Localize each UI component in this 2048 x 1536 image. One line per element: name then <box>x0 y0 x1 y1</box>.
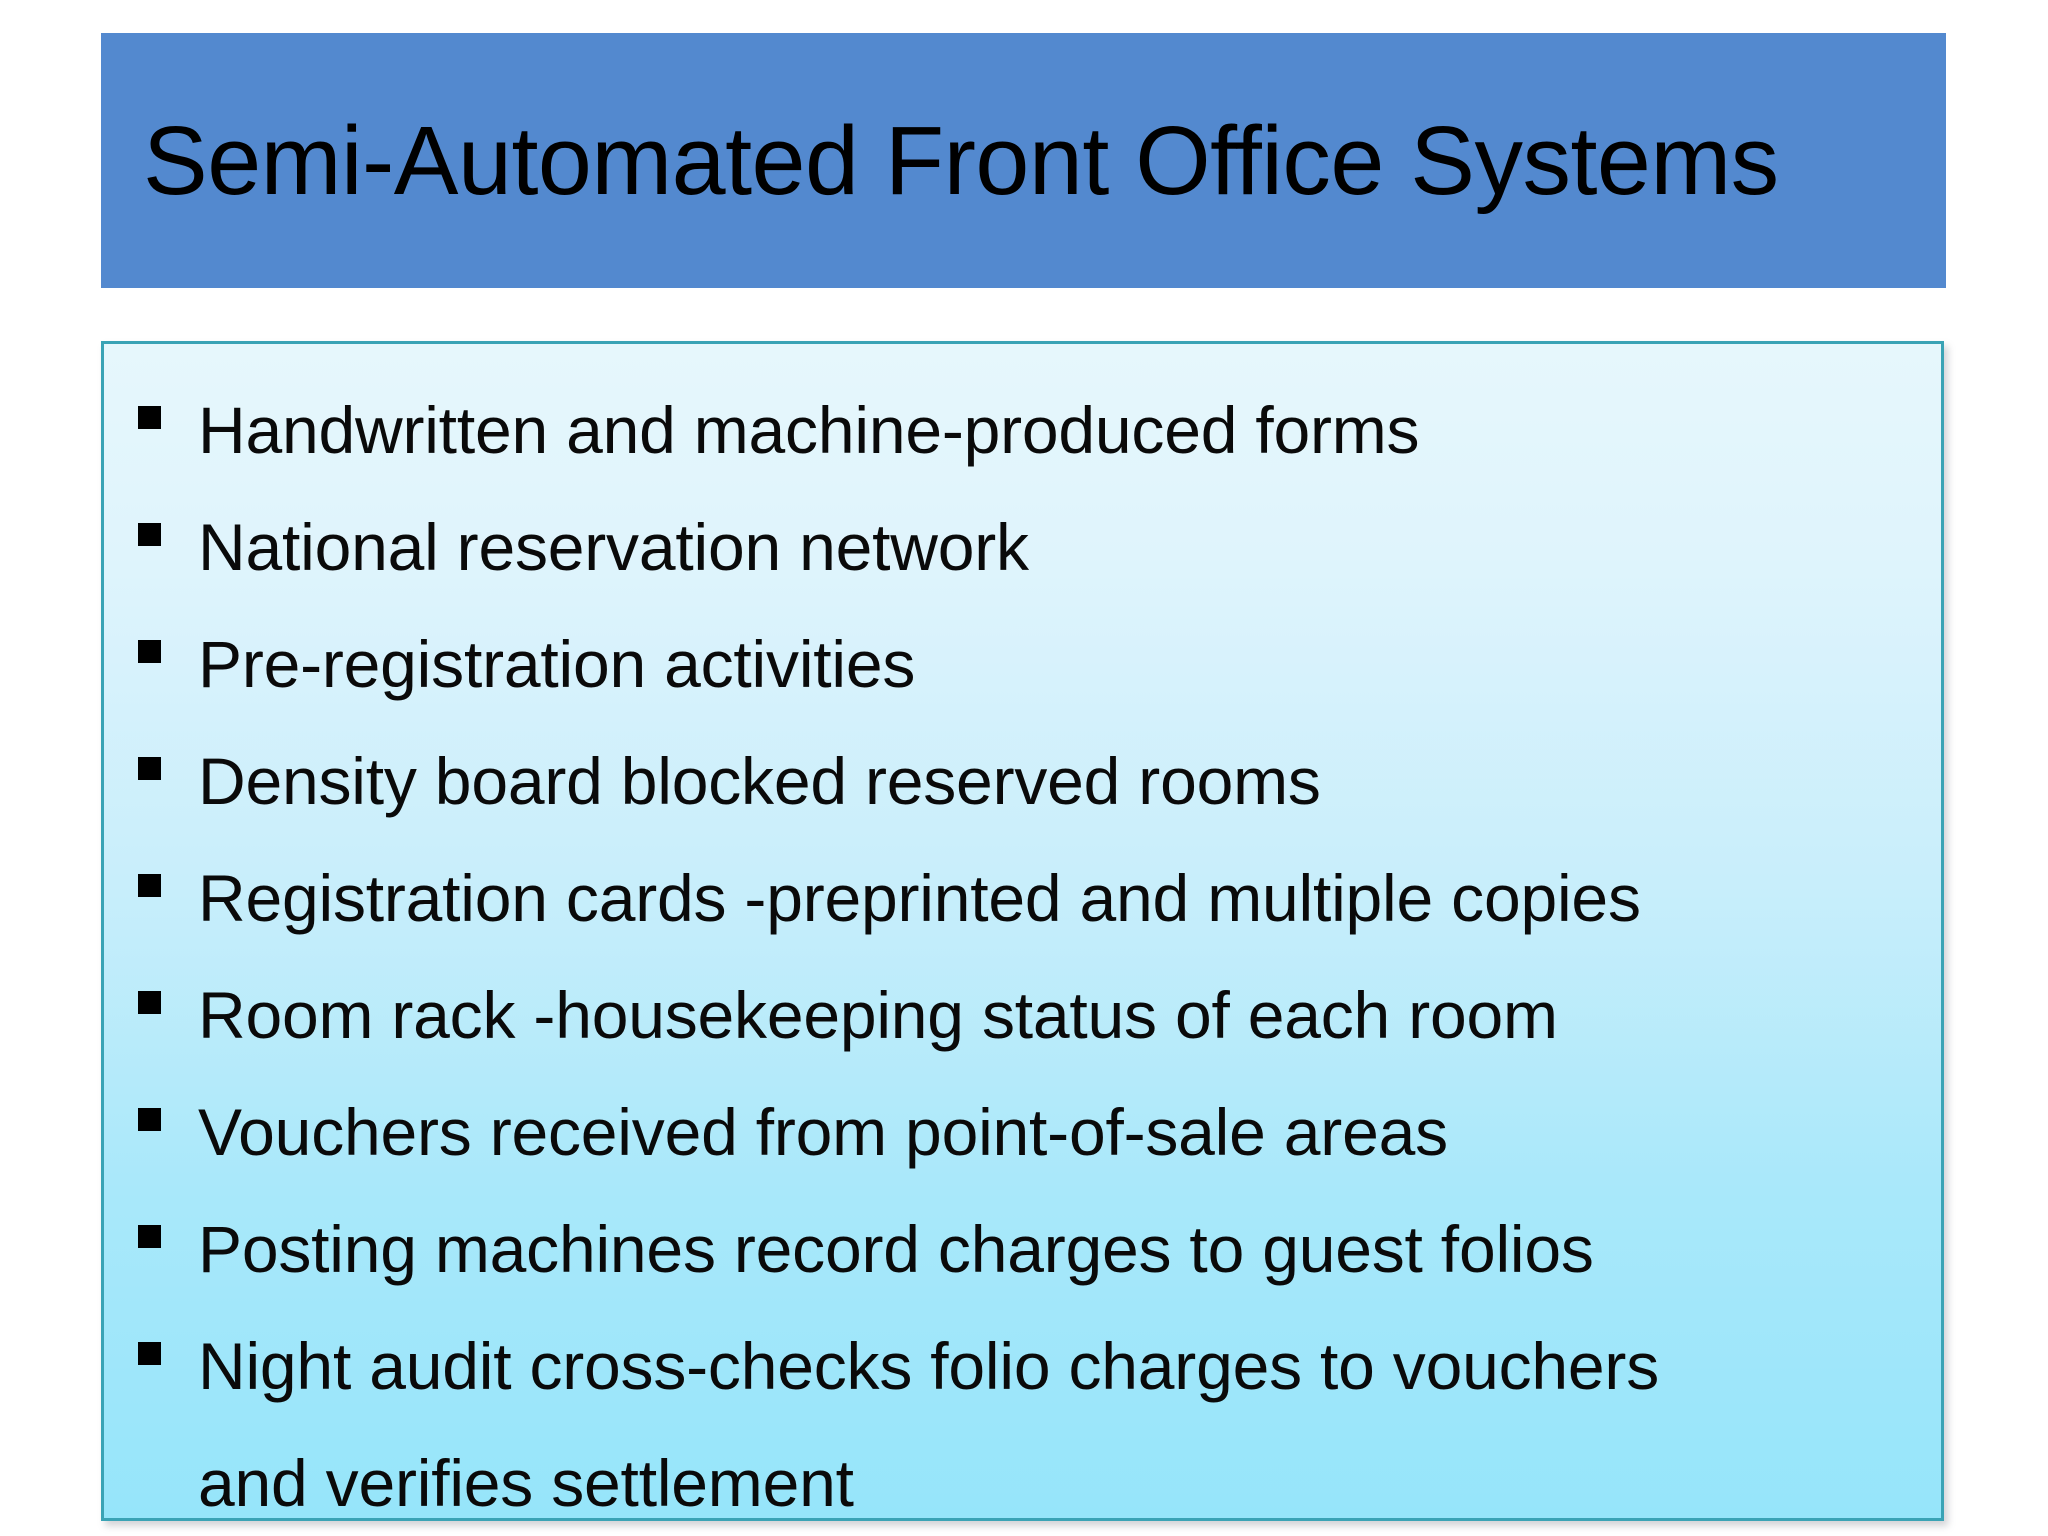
square-bullet-icon <box>138 757 161 780</box>
slide-content-box: Handwritten and machine-produced forms N… <box>101 341 1944 1521</box>
list-item-label: Pre-registration activities <box>198 627 916 701</box>
square-bullet-icon <box>138 874 161 897</box>
list-item: National reservation network <box>138 489 1907 606</box>
bullet-list: Handwritten and machine-produced forms N… <box>138 372 1907 1520</box>
list-item: Vouchers received from point-of-sale are… <box>138 1074 1907 1191</box>
list-item: Posting machines record charges to guest… <box>138 1191 1907 1308</box>
list-item-label: National reservation network <box>198 510 1029 584</box>
list-item: Room rack -housekeeping status of each r… <box>138 957 1907 1074</box>
square-bullet-icon <box>138 523 161 546</box>
list-item-label: Density board blocked reserved rooms <box>198 744 1321 818</box>
list-item-label: Handwritten and machine-produced forms <box>198 393 1420 467</box>
list-item: Night audit cross-checks folio charges t… <box>138 1308 1907 1520</box>
square-bullet-icon <box>138 406 161 429</box>
list-item-label: Registration cards -preprinted and multi… <box>198 861 1641 935</box>
slide-title-bar: Semi-Automated Front Office Systems <box>101 33 1946 288</box>
list-item-label: Night audit cross-checks folio charges t… <box>198 1329 1660 1520</box>
square-bullet-icon <box>138 1108 161 1131</box>
list-item: Registration cards -preprinted and multi… <box>138 840 1907 957</box>
list-item: Density board blocked reserved rooms <box>138 723 1907 840</box>
page-title: Semi-Automated Front Office Systems <box>143 105 1779 215</box>
list-item: Handwritten and machine-produced forms <box>138 372 1907 489</box>
list-item-label: Room rack -housekeeping status of each r… <box>198 978 1558 1052</box>
list-item-label: Vouchers received from point-of-sale are… <box>198 1095 1448 1169</box>
square-bullet-icon <box>138 1342 161 1365</box>
square-bullet-icon <box>138 1225 161 1248</box>
list-item: Pre-registration activities <box>138 606 1907 723</box>
square-bullet-icon <box>138 640 161 663</box>
square-bullet-icon <box>138 991 161 1014</box>
list-item-label: Posting machines record charges to guest… <box>198 1212 1594 1286</box>
